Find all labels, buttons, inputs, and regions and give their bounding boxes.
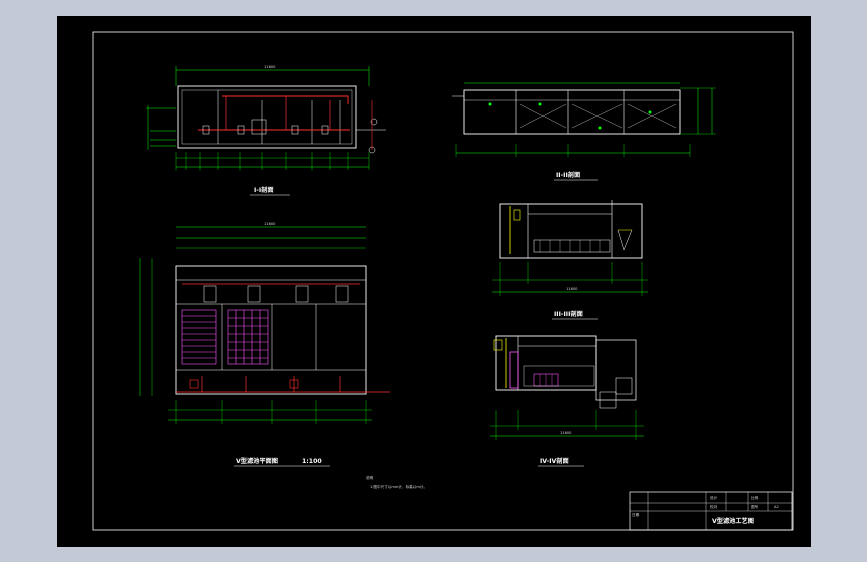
title-block: 设计 比例 校对 图号 日期 A2 V型滤池工艺图 xyxy=(629,491,793,531)
tb-cell-sheet: 图号 xyxy=(751,504,759,509)
tb-cell-no: A2 xyxy=(774,505,779,509)
tb-cell-check: 校对 xyxy=(710,504,718,509)
section-4-view: 11600 IV-IV剖面 xyxy=(490,335,644,467)
section-4-dim-total: 11600 xyxy=(560,431,572,435)
section-3-dim-total: 11600 xyxy=(566,287,578,291)
tb-drawing-name: V型滤池工艺图 xyxy=(712,517,754,525)
tb-cell-date: 日期 xyxy=(632,512,640,517)
tb-cell-design: 设计 xyxy=(710,495,718,500)
section-3-title: III-III剖面 xyxy=(554,310,583,318)
plan-dim-total: 11600 xyxy=(264,222,276,226)
section-1-title: I-I剖面 xyxy=(254,186,274,194)
section-4-title: IV-IV剖面 xyxy=(540,457,569,465)
section-1-view: 11600 xyxy=(146,65,386,196)
tb-cell-scale: 比例 xyxy=(751,495,759,500)
inner-frame xyxy=(92,31,794,531)
section-1-dim-total: 11600 xyxy=(264,65,276,69)
section-2-title: II-II剖面 xyxy=(556,171,580,179)
section-2-view: II-II剖面 xyxy=(452,82,716,181)
notes-line-1: 1.图中尺寸以mm计，标高以m计。 xyxy=(370,484,427,489)
plan-scale: 1:100 xyxy=(302,458,322,465)
plan-title: V型滤池平面图 xyxy=(236,457,278,465)
drawing-sheet xyxy=(57,16,811,547)
section-3-view: 11600 III-III剖面 xyxy=(492,200,648,320)
notes-heading: 说明 xyxy=(366,475,374,480)
plan-view: 11600 xyxy=(139,222,427,489)
